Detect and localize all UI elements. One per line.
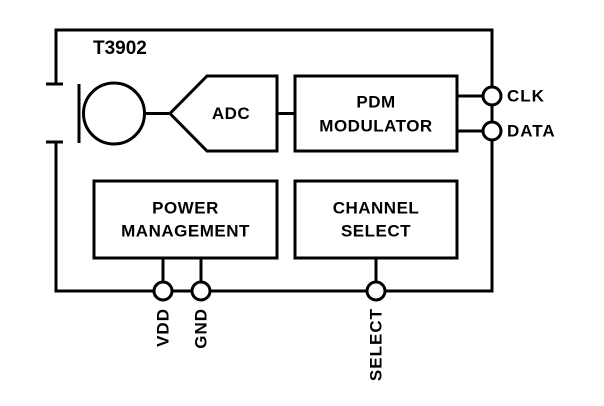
- channel-select-label-line1: CHANNEL: [333, 199, 420, 218]
- pin-label-data: DATA: [507, 122, 556, 141]
- power-management-label-line2: MANAGEMENT: [121, 222, 250, 241]
- pin-select: [365, 280, 387, 302]
- channel-select-block: [293, 179, 459, 260]
- pin-vdd: [152, 280, 174, 302]
- pin-gnd: [190, 280, 212, 302]
- chip-boundary: [54, 28, 494, 293]
- pin-label-select: SELECT: [367, 308, 386, 381]
- power-management-label-line1: POWER: [152, 199, 219, 218]
- microphone-circle: [82, 81, 146, 146]
- pdm-modulator-label-line2: MODULATOR: [319, 117, 432, 136]
- pin-label-gnd: GND: [192, 308, 211, 349]
- pin-label-vdd: VDD: [154, 308, 173, 347]
- pin-clk: [481, 85, 503, 107]
- acoustic-port-icon: [46, 82, 63, 144]
- channel-select-label-line2: SELECT: [341, 222, 411, 241]
- microphone-icon: [77, 81, 146, 146]
- power-management-block: [92, 179, 279, 260]
- pin-data: [481, 120, 503, 142]
- adc-label: ADC: [212, 104, 250, 123]
- chip-title: T3902: [93, 38, 147, 59]
- pin-label-clk: CLK: [507, 87, 545, 106]
- pdm-modulator-label-line1: PDM: [356, 93, 395, 112]
- adc-block: [167, 74, 279, 153]
- pdm-modulator-block: [293, 74, 459, 153]
